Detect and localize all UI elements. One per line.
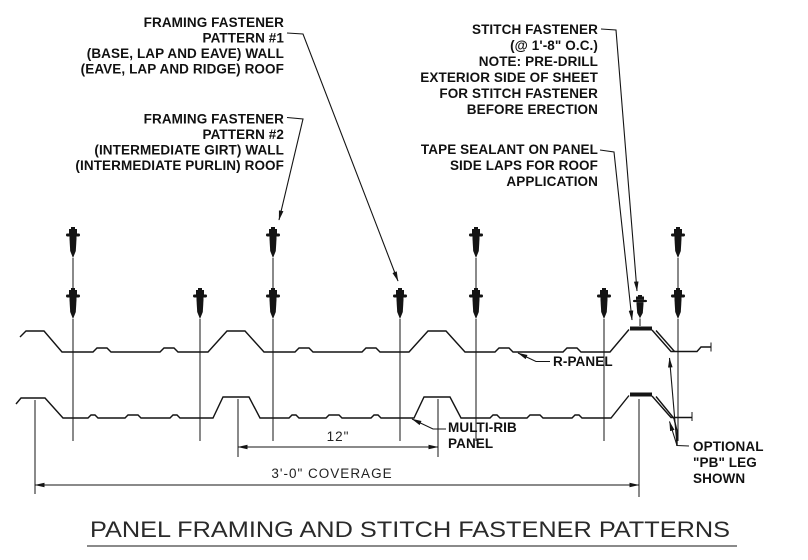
fastener-icon	[671, 227, 685, 258]
fastener-icon	[393, 288, 407, 319]
r-panel-outline	[19, 329, 630, 353]
label-line: (INTERMEDIATE PURLIN) ROOF	[75, 158, 284, 173]
fastener-icon	[633, 295, 647, 319]
label-r-panel: R-PANEL	[553, 354, 613, 369]
label-line: BEFORE ERECTION	[467, 102, 598, 117]
label-line: PANEL	[448, 436, 493, 451]
fasteners-layer	[66, 227, 685, 441]
dimension-coverage: 3'-0" COVERAGE	[34, 399, 640, 497]
label-stitch-fastener: STITCH FASTENER (@ 1'-8" O.C.) NOTE: PRE…	[420, 22, 598, 117]
fastener-icon	[597, 288, 611, 319]
leader-pb-leg-long	[668, 357, 678, 446]
label-line: FRAMING FASTENER	[144, 15, 285, 30]
label-line: SHOWN	[693, 471, 745, 486]
label-line: SIDE LAPS FOR ROOF	[450, 158, 598, 173]
label-multi-rib: MULTI-RIB PANEL	[448, 420, 517, 451]
multi-rib-profile	[15, 392, 693, 446]
label-line: "PB" LEG	[693, 455, 757, 470]
fastener-icon	[671, 288, 685, 319]
label-line: EXTERIOR SIDE OF SHEET	[420, 70, 598, 85]
leader-r-panel	[517, 352, 550, 363]
fastener-icon	[66, 288, 80, 319]
dimension-12in: 12"	[237, 399, 439, 457]
dim-coverage-text: 3'-0" COVERAGE	[271, 466, 392, 481]
leader-lines	[278, 28, 690, 447]
label-line: TAPE SEALANT ON PANEL	[421, 142, 598, 157]
label-line: (INTERMEDIATE GIRT) WALL	[94, 143, 284, 158]
label-line: NOTE: PRE-DRILL	[479, 54, 598, 69]
label-line: (@ 1'-8" O.C.)	[510, 38, 598, 53]
fastener-icon	[266, 288, 280, 319]
leader-pattern1	[286, 32, 399, 282]
label-line: FOR STITCH FASTENER	[439, 86, 598, 101]
label-line: APPLICATION	[506, 174, 598, 189]
r-panel-lap-inner	[655, 330, 676, 352]
multi-rib-outline	[15, 395, 630, 419]
label-line: OPTIONAL	[693, 439, 764, 454]
label-tape-sealant: TAPE SEALANT ON PANEL SIDE LAPS FOR ROOF…	[421, 142, 598, 189]
leader-multi-rib	[411, 418, 446, 430]
label-line: FRAMING FASTENER	[144, 112, 285, 127]
leader-pb-leg-short	[668, 421, 690, 447]
multi-rib-lap-outer	[651, 395, 692, 419]
leader-stitch	[600, 28, 639, 292]
label-line: (BASE, LAP AND EAVE) WALL	[87, 46, 284, 61]
multi-rib-lap-inner-pb-leg	[655, 396, 678, 446]
label-pb-leg: OPTIONAL "PB" LEG SHOWN	[693, 439, 764, 486]
label-framing-pattern2: FRAMING FASTENER PATTERN #2 (INTERMEDIAT…	[75, 112, 284, 174]
drawing-title-text: PANEL FRAMING AND STITCH FASTENER PATTER…	[90, 517, 730, 542]
drawing-title: PANEL FRAMING AND STITCH FASTENER PATTER…	[87, 517, 737, 547]
leader-tape-sealant	[599, 149, 634, 321]
label-line: PATTERN #2	[202, 127, 284, 142]
label-framing-pattern1: FRAMING FASTENER PATTERN #1 (BASE, LAP A…	[81, 15, 285, 77]
fastener-icon	[66, 227, 80, 258]
dim-12-text: 12"	[327, 429, 350, 444]
r-panel-profile	[19, 326, 712, 353]
label-line: STITCH FASTENER	[472, 22, 598, 37]
fastener-icon	[469, 288, 483, 319]
r-panel-lap-outer	[651, 329, 711, 353]
label-line: PATTERN #1	[202, 31, 284, 46]
fastener-icon	[193, 288, 207, 319]
label-line: MULTI-RIB	[448, 420, 517, 435]
fastener-icon	[266, 227, 280, 258]
label-line: (EAVE, LAP AND RIDGE) ROOF	[81, 62, 284, 77]
fastener-icon	[469, 227, 483, 258]
leader-pattern2	[278, 116, 304, 221]
